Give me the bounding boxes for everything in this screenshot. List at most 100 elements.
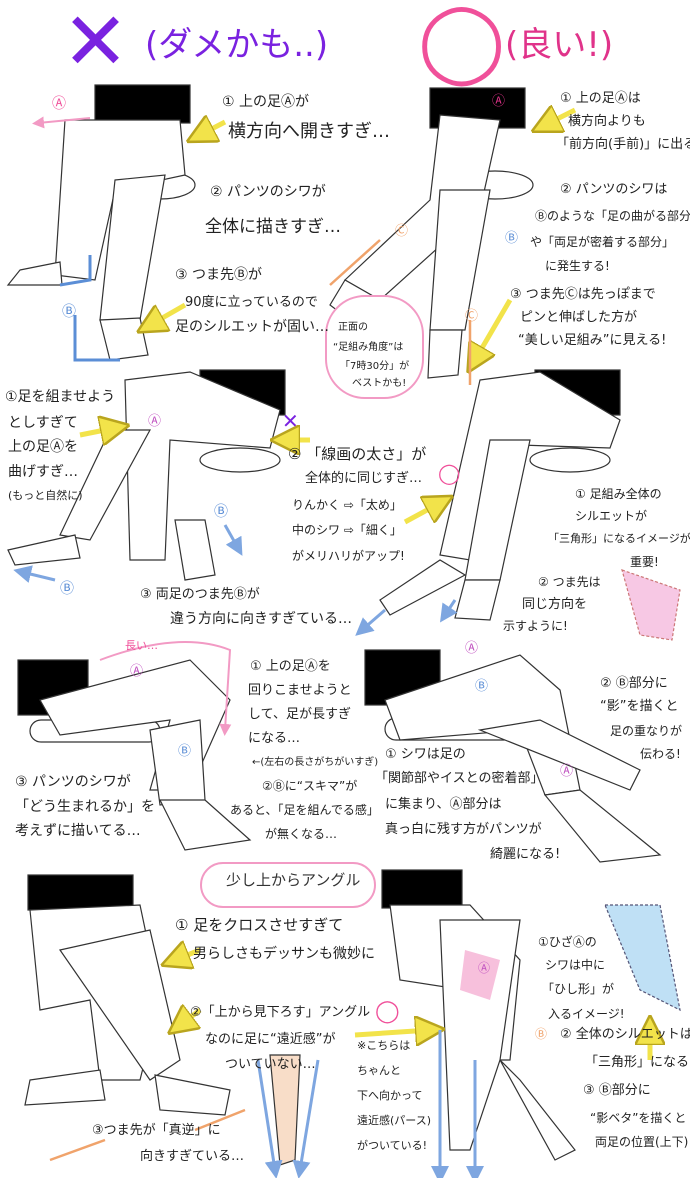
s3-bad-note-line: あると、「足を組んでる感」 [230, 803, 379, 817]
s4-note-note-line: ちゃんと [357, 1064, 401, 1077]
figure-s3-good [364, 649, 662, 863]
label-c: Ⓒ [465, 309, 479, 324]
s1-bubble-note-line: “足組み角度”は [333, 342, 404, 353]
s3-bad-note-line: 回りこませようと [248, 683, 352, 698]
s4-bad-note-line: ②「上から見下ろす」アングル [190, 1005, 371, 1020]
s3-bad-note-line: 考えずに描いてる… [15, 823, 141, 839]
s3-good-note-line: ① シワは足の [385, 747, 466, 762]
s3-good-note-line: ② Ⓑ部分に [600, 676, 668, 691]
s3-good-note-line: に集まり、Ⓐ部分は [385, 797, 502, 812]
angle-bubble [200, 862, 376, 908]
label-a: Ⓐ [560, 764, 574, 779]
good-label: (良い!) [505, 25, 614, 65]
s1-bad-note-line: 90度に立っているので [185, 295, 318, 310]
s1-good-note-line: 横方向よりも [568, 114, 646, 129]
s4-bad-note-line: ③つま先が「真逆」に [92, 1123, 221, 1138]
s4-good-note-line: 両足の位置(上下) [595, 1135, 689, 1149]
figure-s1-bad [6, 84, 196, 361]
s3-bad-note-line: 「どう生まれるか」を [15, 799, 155, 815]
label-b: Ⓑ [178, 744, 192, 759]
s4-note-note-line: ※こちらは [357, 1039, 411, 1052]
s3-bad-note-line: になる… [248, 731, 301, 746]
s4-note-note-line: がついている! [357, 1139, 428, 1152]
s1-bad-note-line: 横方向へ開きすぎ… [228, 121, 390, 142]
good-o-small: ◯ [375, 999, 400, 1024]
s3-good-note-line: 綺麗になる! [490, 847, 561, 862]
s1-good-note-line: “美しい足組み”に見える! [518, 333, 667, 348]
good-o-mark: ◯ [418, 0, 506, 86]
s1-good-note-line: や「両足が密着する部分」 [530, 235, 675, 249]
figure-s1-good [329, 87, 534, 379]
s4-good-note-line: 「ひし形」が [542, 982, 615, 996]
s2-center-note-line: がメリハリがアップ! [292, 549, 405, 563]
s1-bad-note-line: ② パンツのシワが [210, 184, 326, 200]
label-b: Ⓑ [535, 1027, 548, 1041]
s4-good-note-line: ①ひざⒶの [538, 935, 597, 949]
s2-center-note-line: 全体的に同じすぎ… [305, 471, 423, 486]
s2-good-note-line: 示すように! [503, 619, 568, 633]
s1-bubble-note-line: 正面の [338, 322, 368, 333]
s4-bad-note-line: 向きすぎている… [140, 1149, 245, 1164]
s1-bad-note-line: ③ つま先Ⓑが [175, 267, 263, 283]
s1-good-note-line: ③ つま先Ⓒは先っぽまで [510, 287, 656, 302]
s2-bad-left-note-line: 上の足Ⓐを [8, 439, 78, 455]
figure-s3-bad [17, 659, 252, 851]
bad-label: (ダメかも..) [145, 25, 329, 65]
s1-bad-note-line: 足のシルエットが固い… [175, 319, 329, 335]
s1-bubble-note-line: ベストかも! [352, 378, 407, 389]
angle-title: 少し上からアングル [226, 871, 361, 889]
label-b: Ⓑ [60, 581, 74, 597]
label-a: Ⓐ [465, 641, 479, 656]
label-b: Ⓑ [505, 231, 519, 246]
label-c: Ⓒ [395, 224, 409, 239]
figure-s4-good [381, 869, 681, 1161]
s4-note-note-line: 下へ向かって [357, 1089, 423, 1102]
s4-bad-note-line: 男らしさもデッサンも微妙に [193, 946, 375, 962]
s1-good-note-line: ピンと伸ばした方が [520, 310, 638, 325]
s4-good-note-line: シワは中に [545, 958, 606, 972]
s3-bad-note-line: 長い… [125, 639, 158, 652]
label-b: Ⓑ [62, 304, 76, 320]
figure-s2-good [379, 369, 681, 641]
s2-good-note-line: シルエットが [575, 509, 648, 523]
bad-x-small: ✕ [282, 409, 299, 433]
s2-good-note-line: 「三角形」になるイメージが [548, 532, 690, 545]
s3-bad-note-line: して、足が長すぎ [248, 707, 351, 722]
s2-bad-bottom-note-line: ③ 両足のつま先Ⓑが [140, 587, 260, 602]
label-a: Ⓐ [130, 664, 144, 679]
s1-bubble-note-line: 「7時30分」が [340, 361, 410, 372]
s4-bad-note-line: ついていない… [225, 1057, 316, 1072]
s3-bad-note-line: が無くなる… [265, 827, 338, 841]
s2-bad-bottom-note-line: 違う方向に向きすぎている… [170, 611, 352, 627]
s4-good-note-line: “影ベタ”を描くと [590, 1111, 687, 1125]
s2-center-note-line: 中のシワ ⇨「細く」 [292, 523, 402, 537]
bad-x-mark: ✕ [62, 0, 130, 88]
good-o-small: ◯ [438, 461, 461, 485]
s3-good-note-line: 伝わる! [640, 747, 681, 761]
label-b: Ⓑ [214, 504, 228, 520]
s4-good-note-line: ③ Ⓑ部分に [583, 1083, 651, 1098]
s1-good-note-line: 「前方向(手前)」に出る! [556, 137, 690, 152]
s3-good-note-line: “影”を描くと [600, 699, 679, 714]
s1-bad-note-line: 全体に描きすぎ… [205, 217, 341, 237]
s1-good-note-line: ② パンツのシワは [560, 182, 668, 197]
s2-bad-left-note-line: ①足を組ませよう [5, 389, 116, 405]
s3-bad-note-line: ① 上の足Ⓐを [250, 659, 331, 674]
figure-s2-bad [7, 369, 286, 581]
s1-bad-note-line: ① 上の足Ⓐが [222, 94, 310, 110]
s4-good-note-line: 「三角形」になる! [585, 1055, 690, 1070]
s2-center-note-line: りんかく ⇨「太め」 [292, 498, 402, 512]
s2-good-note-line: 重要! [630, 555, 659, 569]
s3-bad-note-line: ②Ⓑに“スキマ”が [262, 779, 358, 793]
s4-good-note-line: 入るイメージ! [548, 1007, 625, 1021]
s2-good-note-line: ② つま先は [538, 575, 601, 589]
s2-bad-left-note-line: としすぎて [8, 415, 78, 431]
s4-bad-note-line: なのに足に“遠近感”が [205, 1032, 336, 1047]
label-a: Ⓐ [148, 414, 162, 429]
label-a: Ⓐ [492, 94, 506, 109]
s1-good-note-line: に発生する! [545, 259, 610, 273]
s2-bad-left-note-line: 曲げすぎ… [8, 464, 78, 480]
s3-bad-note-line: ③ パンツのシワが [15, 774, 131, 790]
label-a: Ⓐ [478, 961, 491, 975]
